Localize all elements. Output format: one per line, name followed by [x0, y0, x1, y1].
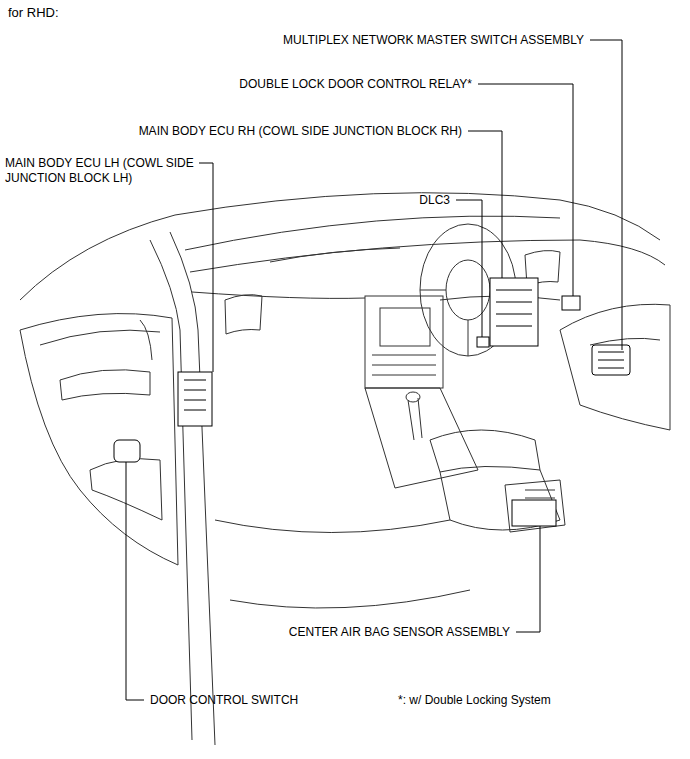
part-label: MAIN BODY ECU RH (COWL SIDE JUNCTION BLO…	[139, 124, 462, 139]
part-label: CENTER AIR BAG SENSOR ASSEMBLY	[289, 625, 510, 640]
view-title: for RHD:	[8, 5, 59, 20]
part-label: MAIN BODY ECU LH (COWL SIDE JUNCTION BLO…	[5, 156, 195, 186]
leader-lines	[126, 40, 622, 700]
part-label: MULTIPLEX NETWORK MASTER SWITCH ASSEMBLY	[283, 33, 584, 48]
part-label: DOOR CONTROL SWITCH	[150, 693, 298, 708]
footnote: *: w/ Double Locking System	[398, 693, 551, 708]
part-label: DLC3	[419, 193, 450, 208]
part-label: DOUBLE LOCK DOOR CONTROL RELAY*	[239, 77, 472, 92]
